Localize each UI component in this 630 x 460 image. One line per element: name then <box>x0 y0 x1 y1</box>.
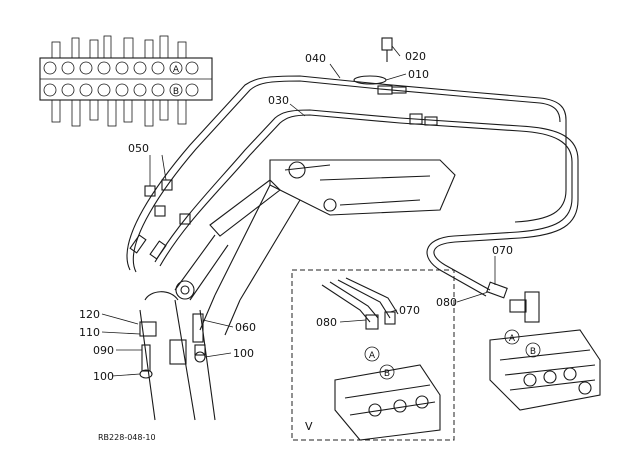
svg-text:A: A <box>369 351 376 361</box>
control-valve-block: A B <box>39 35 213 127</box>
port-b-marker-right: B <box>525 342 541 358</box>
hose-routes <box>126 75 579 297</box>
svg-text:A: A <box>173 65 180 75</box>
port-a-marker-right: A <box>504 329 520 345</box>
callout-120: 120 <box>79 308 100 321</box>
arm-assembly <box>139 291 216 421</box>
callout-020: 020 <box>405 50 426 63</box>
callout-110: 110 <box>79 326 100 339</box>
callout-100-right: 100 <box>233 347 254 360</box>
leader-lines <box>101 45 496 377</box>
boom-cylinder <box>174 179 281 301</box>
inset-view-label: V <box>305 420 313 433</box>
callout-050: 050 <box>128 142 149 155</box>
callout-090: 090 <box>93 344 114 357</box>
callout-100-left: 100 <box>93 370 114 383</box>
svg-text:B: B <box>384 369 390 379</box>
callout-080-inset: 080 <box>316 316 337 329</box>
callout-040: 040 <box>305 52 326 65</box>
callout-070-inset: 070 <box>399 304 420 317</box>
callout-060: 060 <box>235 321 256 334</box>
inset-view-v: V A B <box>291 269 455 441</box>
callout-030: 030 <box>268 94 289 107</box>
drawing-code: RB228-048-10 <box>98 433 156 442</box>
svg-text:B: B <box>530 347 536 357</box>
hose-fittings-050 <box>129 179 191 260</box>
callout-010: 010 <box>408 68 429 81</box>
valve-port-a-marker: A <box>169 61 183 75</box>
callout-080: 080 <box>436 296 457 309</box>
callout-070: 070 <box>492 244 513 257</box>
inset-port-a-marker: A <box>364 346 380 362</box>
right-valve-group: A B <box>486 281 601 411</box>
svg-text:A: A <box>509 334 516 344</box>
valve-port-b-marker: B <box>169 83 183 97</box>
callout-labels: 040 020 010 030 050 070 080 120 110 060 … <box>79 50 513 383</box>
svg-text:B: B <box>173 87 179 97</box>
